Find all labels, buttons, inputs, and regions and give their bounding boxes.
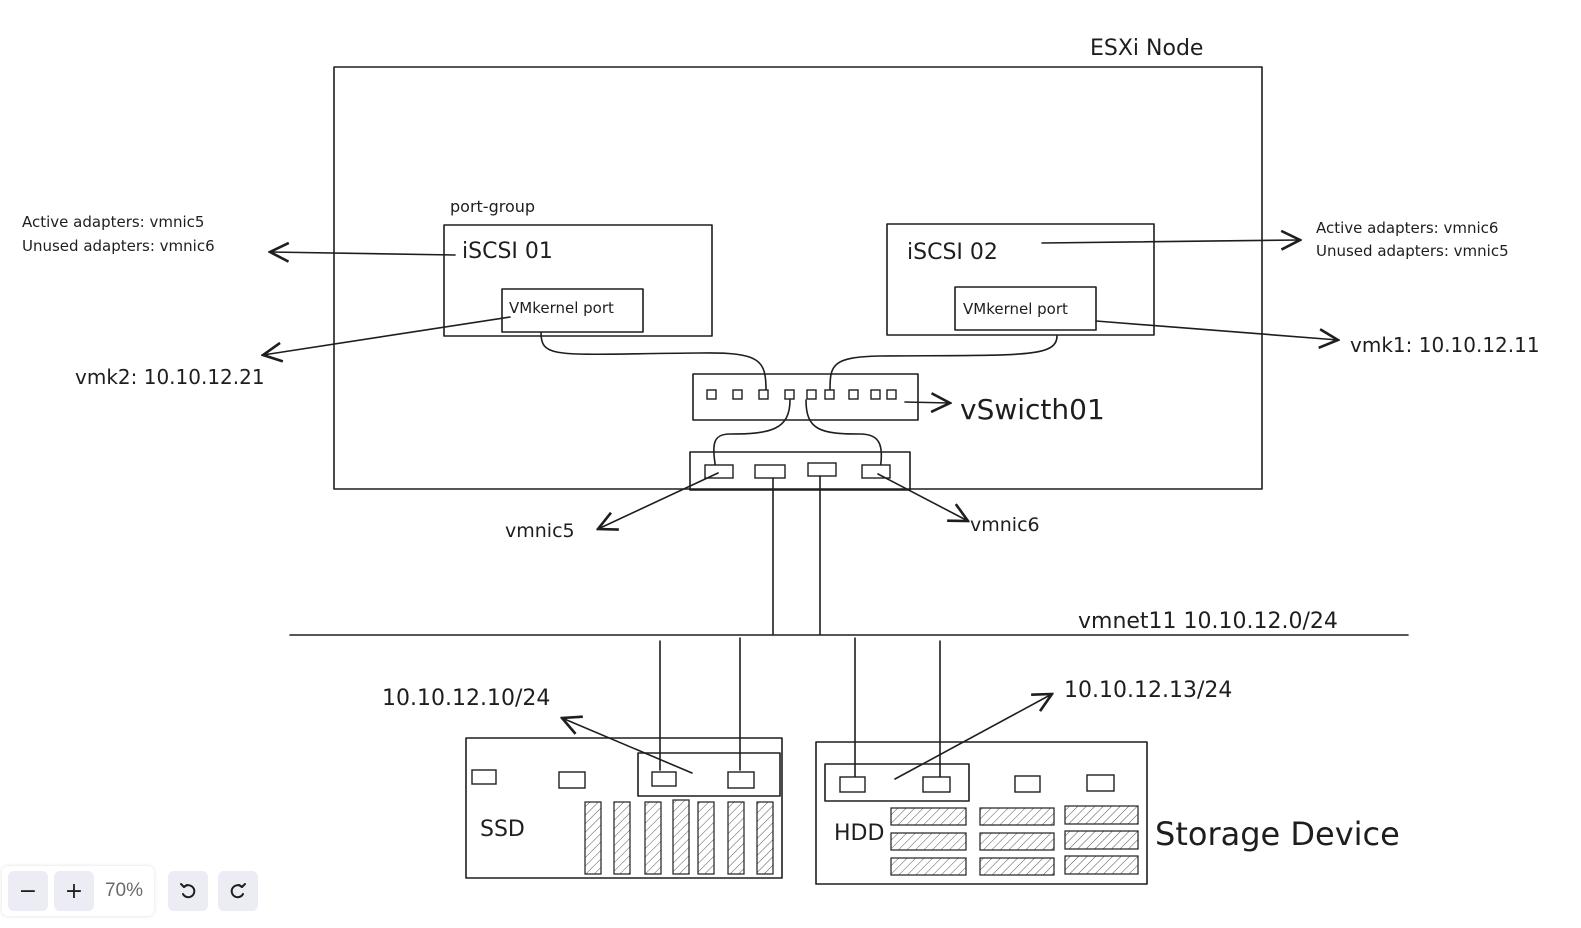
hdd-label: HDD bbox=[834, 821, 884, 846]
cable-vmk1-vswitch bbox=[829, 335, 1058, 391]
left-adapters-line2: Unused adapters: vmnic6 bbox=[22, 237, 215, 255]
hdd-ip-label: 10.10.12.13/24 bbox=[1064, 678, 1232, 703]
arrow-to-vswitch-label bbox=[904, 402, 950, 403]
undo-icon bbox=[180, 883, 196, 899]
cable-vswitch-vmnic5 bbox=[713, 399, 791, 471]
vswitch-label: vSwicth01 bbox=[960, 393, 1105, 426]
history-toolbar bbox=[168, 866, 258, 916]
ssd-storage-box[interactable] bbox=[465, 737, 783, 879]
arrow-ssd-ip bbox=[562, 718, 693, 774]
zoom-in-button[interactable]: + bbox=[54, 871, 94, 911]
vmnic6-label: vmnic6 bbox=[970, 514, 1040, 536]
esxi-node-title: ESXi Node bbox=[1090, 36, 1203, 61]
hdd-ports bbox=[839, 774, 1115, 793]
iscsi-02-title: iSCSI 02 bbox=[907, 240, 998, 265]
iscsi-02-box[interactable] bbox=[886, 223, 1155, 336]
redo-icon bbox=[230, 883, 246, 899]
zoom-level[interactable]: 70% bbox=[104, 880, 144, 901]
pnic-ports bbox=[704, 462, 891, 479]
zoom-out-button[interactable]: − bbox=[8, 871, 48, 911]
storage-device-label: Storage Device bbox=[1155, 815, 1400, 853]
hdd-drive-bays bbox=[890, 805, 1139, 876]
iscsi-01-title: iSCSI 01 bbox=[462, 239, 553, 264]
vmk2-label: vmk2: 10.10.12.21 bbox=[75, 365, 265, 389]
vmnic5-label: vmnic5 bbox=[505, 520, 575, 542]
redo-button[interactable] bbox=[218, 871, 258, 911]
ssd-ports bbox=[471, 769, 755, 789]
undo-button[interactable] bbox=[168, 871, 208, 911]
iscsi-01-vmkernel-label: VMkernel port bbox=[509, 299, 614, 317]
arrow-vmnic5 bbox=[598, 472, 719, 529]
ssd-drive-bays bbox=[584, 799, 774, 875]
arrow-vmk-to-vmk2 bbox=[263, 316, 511, 355]
hdd-storage-box[interactable] bbox=[815, 741, 1148, 885]
network-label: vmnet11 10.10.12.0/24 bbox=[1078, 609, 1338, 634]
vswitch-ports bbox=[706, 389, 897, 400]
vmk1-label: vmk1: 10.10.12.11 bbox=[1350, 333, 1540, 357]
zoom-toolbar: − + 70% bbox=[2, 866, 154, 916]
ssd-ip-label: 10.10.12.10/24 bbox=[382, 686, 550, 711]
cable-vmk2-vswitch bbox=[540, 332, 767, 391]
arrow-hdd-ip bbox=[894, 694, 1052, 780]
ssd-nic-group bbox=[637, 752, 781, 797]
arrow-iscsi02-to-adapters bbox=[1041, 240, 1300, 243]
vswitch-box[interactable] bbox=[692, 373, 919, 421]
port-group-label: port-group bbox=[450, 197, 535, 216]
cable-vswitch-vmnic6 bbox=[805, 399, 883, 471]
iscsi-02-vmkernel-box[interactable] bbox=[954, 286, 1097, 331]
iscsi-01-box[interactable] bbox=[443, 224, 713, 337]
ssd-label: SSD bbox=[480, 817, 525, 842]
esxi-node-box[interactable] bbox=[333, 66, 1263, 490]
right-adapters-line2: Unused adapters: vmnic5 bbox=[1316, 242, 1509, 260]
arrow-vmnic6 bbox=[877, 473, 968, 521]
iscsi-02-vmkernel-label: VMkernel port bbox=[963, 300, 1068, 318]
hdd-nic-group bbox=[824, 763, 970, 802]
right-adapters-line1: Active adapters: vmnic6 bbox=[1316, 219, 1498, 237]
left-adapters-line1: Active adapters: vmnic5 bbox=[22, 213, 204, 231]
pnic-bar[interactable] bbox=[689, 451, 911, 491]
arrow-iscsi01-to-adapters bbox=[270, 252, 456, 255]
arrow-vmk-to-vmk1 bbox=[1095, 320, 1338, 340]
iscsi-01-vmkernel-box[interactable] bbox=[501, 288, 644, 333]
